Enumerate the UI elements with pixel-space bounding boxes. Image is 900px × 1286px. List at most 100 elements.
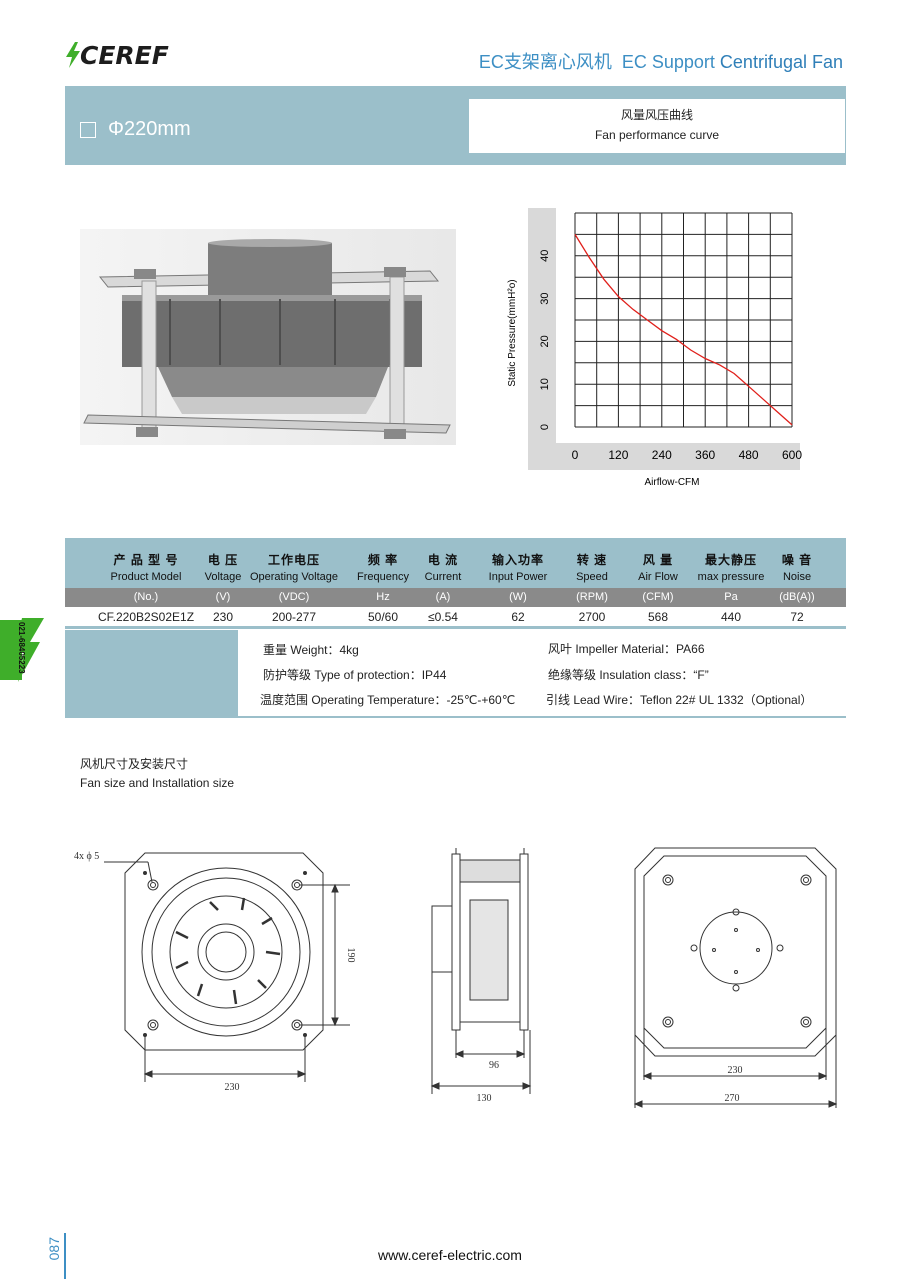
dimension-title-cn: 风机尺寸及安装尺寸 [80, 757, 189, 771]
page-title: EC支架离心风机 EC Support Centrifugal Fan [479, 48, 843, 74]
spec-value: 62 [511, 610, 525, 624]
spec-table-header [65, 538, 846, 588]
title-en-light: EC Support [621, 52, 715, 72]
spec-value: CF.220B2S02E1Z [97, 610, 195, 624]
attr-temperature: 温度范围 Operating Temperature：-25℃-+60℃ [260, 693, 516, 707]
spec-header-en: Current [424, 571, 462, 583]
title-cn: EC支架离心风机 [478, 52, 612, 72]
spec-table-units-row [65, 588, 846, 607]
spec-header-unit: (dB(A)) [779, 591, 815, 603]
product-image [80, 229, 456, 445]
performance-curve-line [574, 234, 793, 426]
spec-header-en: Input Power [488, 571, 548, 583]
front-view-drawing [104, 852, 350, 1082]
side-depth-inner-label: 96 [489, 1060, 499, 1071]
front-width-label: 230 [225, 1082, 240, 1093]
checkbox-icon [80, 121, 96, 138]
side-depth-outer-label: 130 [477, 1093, 492, 1104]
brand-logo: CEREF [66, 40, 169, 70]
y-tick-label: 0 [539, 424, 551, 430]
lightning-bolt-icon [66, 42, 80, 68]
attr-insulation: 绝缘等级 Insulation class：“F” [548, 668, 709, 682]
spec-header-en: Product Model [110, 571, 182, 583]
y-axis-label: Static Pressure(mmH²o) [507, 279, 518, 386]
curve-title-en: Fan performance curve [594, 128, 720, 142]
spec-header-cn: 工作电压 [267, 553, 320, 567]
spec-header-unit: Hz [376, 591, 390, 603]
side-tab [0, 618, 44, 682]
hole-spec-label: 4x ϕ 5 [74, 851, 99, 862]
attr-weight: 重量 Weight：4kg [263, 643, 359, 657]
spec-header-unit: (A) [435, 591, 451, 603]
back-outer-label: 270 [725, 1093, 740, 1104]
page-number-rule [64, 1233, 66, 1279]
spec-header-unit: Pa [724, 591, 738, 603]
curve-title-cn: 风量风压曲线 [620, 108, 693, 122]
model-size-label: Φ220mm [108, 118, 191, 140]
spec-header-en: Voltage [204, 571, 242, 583]
spec-value: 440 [720, 610, 742, 624]
title-en-bold: Centrifugal Fan [719, 52, 843, 72]
x-tick-label: 0 [572, 448, 579, 462]
front-height-label: 190 [345, 948, 356, 963]
curve-title-box: 风量风压曲线 Fan performance curve [469, 99, 845, 153]
spec-value: ≤0.54 [428, 610, 458, 624]
spec-header-cn: 频 率 [367, 553, 399, 567]
spec-header-cn: 风 量 [642, 553, 674, 567]
spec-header-unit: (No.) [133, 591, 159, 603]
spec-header-cn: 最大静压 [704, 553, 757, 567]
spec-value: 2700 [578, 610, 606, 624]
spec-header-en: Speed [576, 571, 608, 583]
spec-header-en: Air Flow [638, 571, 678, 583]
spec-header-cn: 电 压 [207, 553, 239, 567]
brand-name: CEREF [80, 40, 169, 70]
y-tick-label: 40 [539, 250, 551, 262]
dimension-drawings: 4x ϕ 5 190 230 96 130 [60, 840, 850, 1110]
spec-value: 200-277 [271, 610, 317, 624]
spec-value: 568 [647, 610, 669, 624]
spec-header-en: Noise [782, 571, 812, 583]
side-view-drawing [430, 848, 532, 1094]
spec-header-en: Frequency [357, 571, 409, 583]
x-tick-label: 480 [739, 448, 759, 462]
spec-header-cn: 电 流 [427, 553, 459, 567]
y-tick-label: 10 [539, 378, 551, 390]
spec-header-unit: (W) [509, 591, 527, 603]
spec-header-cn: 产 品 型 号 [113, 553, 179, 567]
spec-table-divider [65, 626, 846, 629]
spec-value: 230 [212, 610, 234, 624]
attr-lead-wire: 引线 Lead Wire：Teflon 22# UL 1332（Optional… [546, 693, 813, 707]
back-view-drawing [633, 847, 838, 1108]
x-axis-label: Airflow-CFM [645, 477, 700, 488]
chart-left-band [528, 208, 556, 470]
attributes-box [238, 630, 846, 716]
spec-header-en: Operating Voltage [249, 571, 339, 583]
attr-impeller: 风叶 Impeller Material：PA66 [548, 642, 705, 656]
y-tick-label: 30 [539, 292, 551, 304]
x-tick-label: 360 [695, 448, 715, 462]
spec-header-cn: 噪 音 [781, 553, 813, 567]
spec-header-unit: (RPM) [576, 591, 608, 603]
spec-header-unit: (V) [215, 591, 231, 603]
attr-protection: 防护等级 Type of protection：IP44 [263, 668, 447, 682]
spec-value: 72 [790, 610, 804, 624]
spec-value: 50/60 [367, 610, 399, 624]
dimension-title: 风机尺寸及安装尺寸 Fan size and Installation size [80, 755, 234, 793]
spec-header-unit: (VDC) [278, 591, 310, 603]
spec-header-cn: 输入功率 [491, 553, 544, 567]
back-inner-label: 230 [728, 1065, 743, 1076]
dimension-title-en: Fan size and Installation size [80, 776, 235, 790]
y-tick-label: 20 [539, 335, 551, 347]
spec-header-en: max pressure [697, 571, 765, 583]
model-size: Φ220mm [80, 118, 191, 141]
footer-url[interactable]: www.ceref-electric.com [378, 1247, 522, 1263]
performance-chart: 0 10 20 30 40 0 120 240 360 480 600 Airflow-CFM S… [500, 205, 810, 495]
spec-header-cn: 转 速 [576, 553, 608, 567]
x-tick-label: 120 [608, 448, 628, 462]
chart-bottom-band [528, 443, 800, 470]
x-tick-label: 240 [652, 448, 672, 462]
spec-header-unit: (CFM) [642, 591, 674, 603]
x-tick-label: 600 [782, 448, 802, 462]
side-phone-number: 021-68405223 [17, 622, 26, 674]
side-lightning-icon [0, 618, 44, 682]
